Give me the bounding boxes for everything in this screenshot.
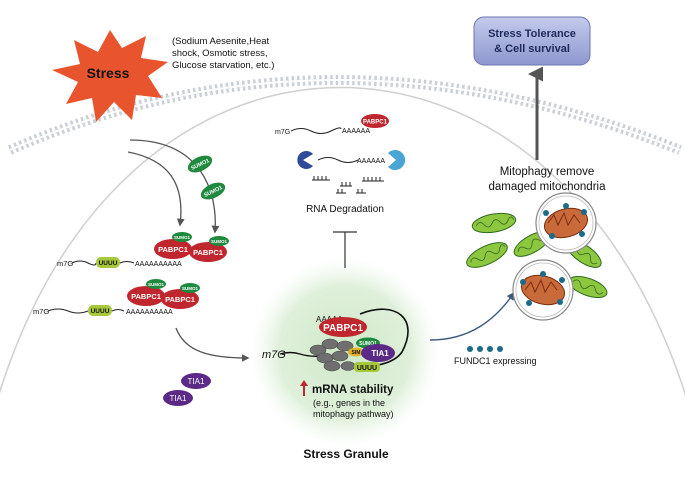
free-sumo1-1: SUMO1 [187,155,213,173]
granule-loop [359,308,409,367]
mrna-bottom-cap: m7G [33,307,49,316]
granule-proteins [309,338,356,372]
increase-arrow-head [300,380,308,386]
stability-note-2: mitophagy pathway) [313,409,394,419]
outcome-line-1: Stress Tolerance [488,28,576,40]
granule-tia1 [361,344,395,362]
granule-cap: m7G [262,349,286,361]
svg-text:SUMO1: SUMO1 [148,282,165,287]
stability-label: mRNA stability [312,384,394,396]
mrna-top-pabpc1-a [154,239,192,259]
rna-degradation-group: m7G AAAAAA PABPC1 AAAAAA RNA Degradation [275,114,406,215]
granule-sim [348,347,364,357]
svg-text:UUUU: UUUU [99,260,118,267]
degradation-polya: AAAAAA [342,128,370,135]
svg-text:UUUU: UUUU [357,365,377,372]
svg-text:PABPC1: PABPC1 [131,292,161,301]
svg-text:UUUU: UUUU [91,308,110,315]
svg-text:SUMO1: SUMO1 [211,239,228,244]
granule-complex: m7G AAAAA PABPC1 SUMO1 SIM TIA1 UUUU [262,308,409,372]
svg-text:PABPC1: PABPC1 [363,120,388,126]
stress-label: Stress [87,65,130,81]
mrna-top-sumo1-b [209,236,229,246]
mitophagy-line-1: Mitophagy remove [500,166,595,178]
rna-degradation-label: RNA Degradation [306,204,384,215]
exonuclease-5-icon [297,151,313,169]
mrna-bottom-pabpc1-b [161,289,199,309]
mrna-top-polya: AAAAAAAAAA [135,261,182,268]
stress-burst-icon [52,30,168,122]
stress-cause-2: shock, Osmotic stress, [172,48,268,59]
mrna-top-pabpc1-b [189,242,227,262]
mrna-top-sumo1-a [172,232,192,242]
svg-text:SUMO1: SUMO1 [182,286,199,291]
free-tia1-1: TIA1 [181,373,211,389]
exonuclease-3-icon [388,150,406,170]
svg-text:PABPC1: PABPC1 [158,245,188,254]
outcome-box [473,16,591,66]
svg-text:TIA1: TIA1 [170,394,187,403]
degradation-cap: m7G [275,129,290,136]
free-sumo1-2: SUMO1 [200,182,226,200]
stress-arrow-2 [129,139,220,234]
mitophagy-line-2: damaged mitochondria [489,181,607,193]
mrna-top-cap: m7G [57,259,73,268]
stress-cause-3: Glucose starvation, etc.) [172,60,274,71]
granule-entry-arrow [175,327,250,362]
mrna-bottom-pabpc1-a [127,286,165,306]
stress-granule-title: Stress Granule [303,447,389,461]
mrna-top-uuuu [96,257,120,268]
svg-text:SUMO1: SUMO1 [174,235,191,240]
svg-text:SUMO1: SUMO1 [359,341,377,347]
outcome-line-2: & Cell survival [494,43,570,55]
cell-outline [0,86,685,397]
fundc1-arrow [429,291,515,341]
granule-uuuu [354,362,380,372]
svg-text:PABPC1: PABPC1 [165,295,195,304]
svg-text:TIA1: TIA1 [371,349,389,358]
stress-cause-1: (Sodium Aesenite,Heat [172,36,270,47]
degradation-pabpc1 [361,114,389,128]
fundc1-dots [467,346,503,352]
free-tia1-2: TIA1 [163,390,193,406]
stress-arrow-1 [127,151,185,227]
mrna-bottom-polya: AAAAAAAAAA [126,309,173,316]
mrna-bottom-sumo1-b [180,283,200,293]
rna-fragments [312,176,384,194]
svg-text:PABPC1: PABPC1 [193,248,223,257]
granule-pabpc1 [319,317,367,337]
svg-text:TIA1: TIA1 [188,377,205,386]
mrna-bottom: m7G UUUU AAAAAAAAAA PABPC1 PABPC1 SUMO1 … [33,279,200,316]
svg-text:SIM: SIM [352,350,361,356]
cell-membrane [7,75,682,155]
stability-note-1: (e.g., genes in the [313,398,385,408]
mrna-bottom-sumo1-a [146,279,166,289]
autophagosome-2 [512,259,574,321]
svg-text:PABPC1: PABPC1 [323,323,363,334]
mrna-top: m7G UUUU AAAAAAAAAA PABPC1 PABPC1 SUMO1 … [57,232,229,268]
mrna-bottom-uuuu [88,305,112,316]
fundc1-label: FUNDC1 expressing [454,356,537,366]
degradation-polya-2: AAAAAA [357,158,385,165]
autophagosome-1 [535,192,597,254]
